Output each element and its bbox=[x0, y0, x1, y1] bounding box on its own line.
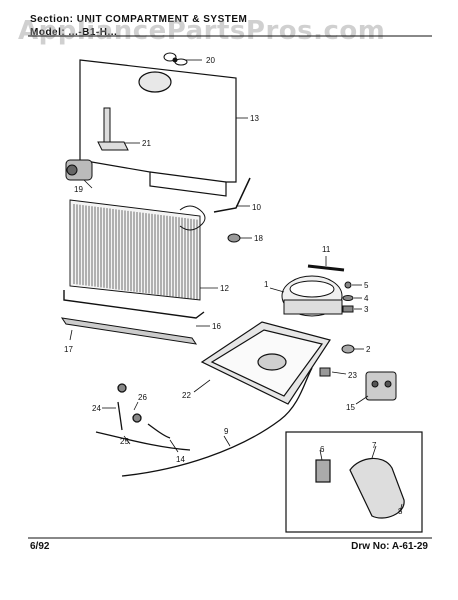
wiring-harness-part bbox=[95, 367, 313, 477]
callout-11: 11 bbox=[322, 245, 331, 254]
watermark: AppliancePartsPros.com bbox=[18, 16, 386, 46]
callout-23: 23 bbox=[348, 371, 357, 380]
callout-19: 19 bbox=[74, 185, 83, 194]
callout-16: 16 bbox=[212, 322, 221, 331]
drain-pan-part bbox=[200, 321, 331, 405]
tube-part bbox=[213, 177, 251, 213]
footer-date: 6/92 bbox=[30, 541, 50, 552]
callout-10: 10 bbox=[252, 203, 261, 212]
callout-4: 4 bbox=[364, 294, 369, 303]
callout-numbers: 2013211910181211543121617222315262425149… bbox=[64, 56, 403, 516]
clip-part bbox=[319, 367, 331, 377]
callout-20: 20 bbox=[206, 56, 215, 65]
compressor-part bbox=[281, 275, 343, 317]
relay-part bbox=[365, 371, 397, 401]
callout-1: 1 bbox=[264, 280, 269, 289]
callout-14: 14 bbox=[176, 455, 185, 464]
callout-2: 2 bbox=[366, 345, 371, 354]
mount-hardware-part bbox=[342, 281, 354, 313]
inset-detail-box bbox=[285, 431, 423, 533]
callout-18: 18 bbox=[254, 234, 263, 243]
callout-9: 9 bbox=[224, 427, 229, 436]
fan-motor-part bbox=[65, 159, 93, 181]
callout-15: 15 bbox=[346, 403, 355, 412]
grommet-part bbox=[341, 344, 355, 354]
callout-8: 8 bbox=[398, 507, 403, 516]
rod-part bbox=[307, 264, 345, 272]
callout-21: 21 bbox=[142, 139, 151, 148]
callout-3: 3 bbox=[364, 305, 369, 314]
fan-blade-part bbox=[163, 52, 188, 66]
callout-17: 17 bbox=[64, 345, 73, 354]
condenser-coil-part bbox=[63, 199, 205, 319]
footer-drawing-number: Drw No: A-61-29 bbox=[351, 541, 428, 552]
bracket-part bbox=[97, 107, 129, 151]
rail-part bbox=[60, 317, 198, 345]
drier-part bbox=[179, 205, 241, 243]
callout-12: 12 bbox=[220, 284, 229, 293]
callout-5: 5 bbox=[364, 281, 369, 290]
callout-6: 6 bbox=[320, 445, 325, 454]
callout-26: 26 bbox=[138, 393, 147, 402]
model-line: Model: ...-B1-H... bbox=[30, 27, 118, 38]
callout-25: 25 bbox=[120, 437, 129, 446]
leader-lines bbox=[69, 59, 403, 513]
callout-13: 13 bbox=[250, 114, 259, 123]
callout-7: 7 bbox=[372, 441, 377, 450]
section-title: Section: UNIT COMPARTMENT & SYSTEM bbox=[30, 14, 248, 25]
callout-22: 22 bbox=[182, 391, 191, 400]
callout-24: 24 bbox=[92, 404, 101, 413]
back-panel-part bbox=[79, 59, 237, 197]
